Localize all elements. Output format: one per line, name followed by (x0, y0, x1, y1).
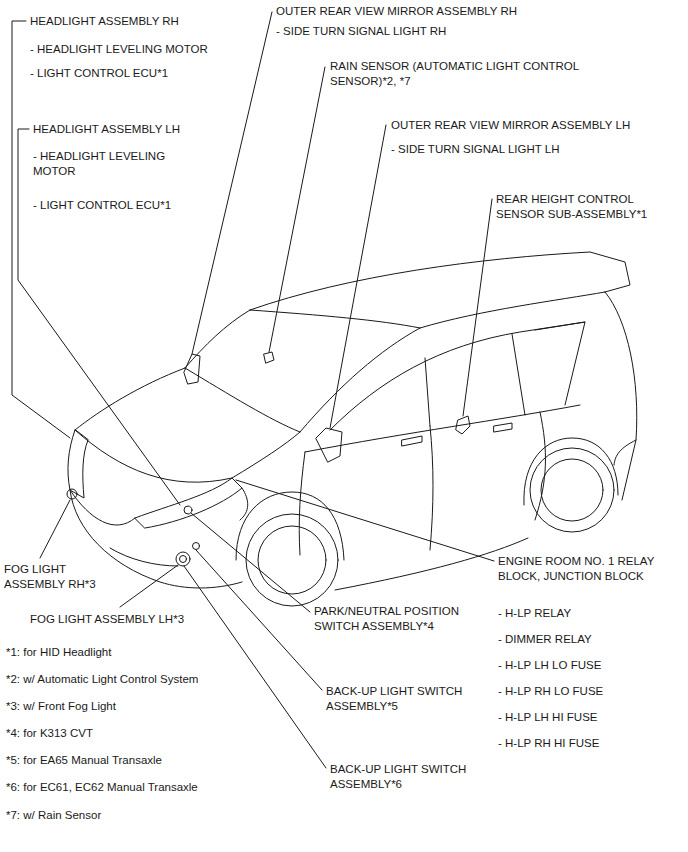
sub-part: - HEADLIGHT LEVELING MOTOR (30, 42, 208, 57)
back-up-switch-5 (193, 543, 200, 550)
beltline (305, 405, 580, 452)
sub-part: - H-LP RH LO FUSE (498, 684, 603, 699)
roof-line (250, 252, 630, 310)
leader-line (18, 129, 180, 505)
a-pillar-lh (300, 328, 420, 432)
footnote: *6: for EC61, EC62 Manual Transaxle (6, 780, 198, 795)
part-name: PARK/NEUTRAL POSITION SWITCH ASSEMBLY*4 (314, 604, 486, 634)
leader-line (120, 565, 178, 607)
rear-bumper (614, 440, 636, 465)
mirror-rh (184, 354, 200, 384)
part-name: RAIN SENSOR (AUTOMATIC LIGHT CONTROL SEN… (330, 59, 620, 89)
part-name: BACK-UP LIGHT SWITCH ASSEMBLY*5 (326, 684, 491, 714)
sub-part: - H-LP LH HI FUSE (498, 710, 597, 725)
part-name: OUTER REAR VIEW MIRROR ASSEMBLY RH (276, 4, 517, 19)
quarter-window (535, 322, 585, 405)
side-window-top (330, 322, 585, 430)
footnote: *7: w/ Rain Sensor (6, 808, 101, 823)
door-handle-front (402, 436, 422, 446)
fog-light-lh-inner (180, 556, 187, 563)
fender-lh (240, 488, 248, 520)
mirror-lh (316, 428, 342, 462)
headlight-lh (135, 478, 242, 528)
leader-line (463, 199, 492, 416)
sub-part: - LIGHT CONTROL ECU*1 (33, 198, 171, 213)
door-handle-rear (494, 423, 512, 432)
door-front-edge (299, 452, 305, 555)
sub-part: - SIDE TURN SIGNAL LIGHT RH (276, 24, 446, 39)
hood-front (75, 430, 232, 482)
leader-line (236, 480, 494, 561)
fog-light-lh (176, 552, 190, 566)
sub-part: - H-LP RELAY (498, 606, 571, 621)
sub-part: - H-LP LH LO FUSE (498, 658, 601, 673)
rain-sensor (264, 352, 274, 363)
footnote: *2: w/ Automatic Light Control System (6, 672, 198, 687)
leader-line (196, 550, 322, 690)
sub-part: - H-LP RH HI FUSE (498, 736, 599, 751)
leader-line (184, 566, 326, 768)
headlight-rh (68, 430, 88, 498)
cowl-line (185, 368, 300, 432)
leader-line (191, 513, 310, 612)
sub-part: - SIDE TURN SIGNAL LIGHT LH (391, 142, 560, 157)
part-name: FOG LIGHT ASSEMBLY LH*3 (30, 612, 184, 627)
part-name: BACK-UP LIGHT SWITCH ASSEMBLY*6 (330, 762, 495, 792)
part-name: FOG LIGHT ASSEMBLY RH*3 (4, 562, 109, 592)
footnote: *4: for K313 CVT (6, 726, 93, 741)
b-pillar (425, 358, 430, 426)
part-name: ENGINE ROOM NO. 1 RELAY BLOCK, JUNCTION … (498, 554, 683, 584)
leader-line (330, 125, 386, 428)
rear-end (605, 292, 637, 500)
footnote: *5: for EA65 Manual Transaxle (6, 753, 162, 768)
a-pillar-rh (185, 310, 250, 368)
fog-light-rh (67, 489, 77, 499)
leader-line (192, 12, 272, 354)
part-name: HEADLIGHT ASSEMBLY LH (33, 122, 180, 137)
rear-height-sensor (456, 416, 470, 434)
hood-edge-lh (232, 432, 300, 478)
leader-line (12, 21, 70, 438)
roof-edge-lh (420, 292, 605, 328)
sub-part: - HEADLIGHT LEVELING MOTOR (33, 149, 191, 179)
part-name: OUTER REAR VIEW MIRROR ASSEMBLY LH (391, 118, 630, 133)
door-split (430, 426, 433, 550)
rear-rim (541, 459, 603, 521)
sub-part: - DIMMER RELAY (498, 632, 592, 647)
footnote: *1: for HID Headlight (6, 645, 111, 660)
part-name: REAR HEIGHT CONTROL SENSOR SUB-ASSEMBLY*… (496, 192, 664, 222)
part-name: HEADLIGHT ASSEMBLY RH (30, 14, 179, 29)
hood-edge-rh (75, 368, 185, 430)
footnote: *3: w/ Front Fog Light (6, 699, 116, 714)
leader-line (40, 500, 70, 558)
front-rim (258, 526, 326, 594)
sub-part: - LIGHT CONTROL ECU*1 (30, 66, 168, 81)
front-wheel (246, 514, 338, 606)
leader-line (269, 67, 325, 352)
lower-grille (110, 548, 178, 566)
rear-wheel (530, 448, 614, 532)
c-pillar (512, 334, 525, 415)
